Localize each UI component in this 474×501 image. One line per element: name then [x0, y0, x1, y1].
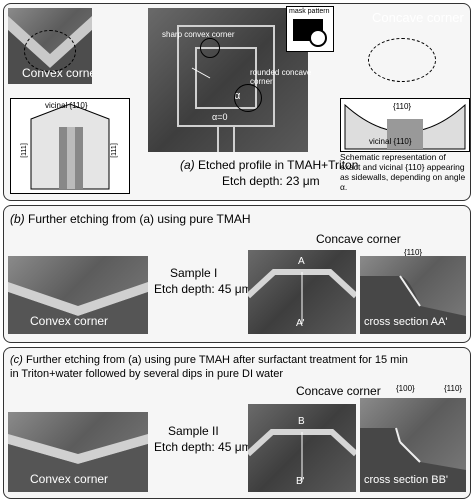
caption-a-line2: Etch depth: 23 μm [222, 174, 320, 188]
panel-b-convex-corner-label: Convex corner [30, 314, 109, 328]
mask-pattern-notch [309, 29, 327, 47]
panel-b-concave-drawing [248, 269, 356, 324]
vicinal-110-left-label: vicinal {110} [45, 101, 88, 110]
panel-b-cross-section-label: cross section AA' [364, 316, 448, 328]
panel-b-cross-section-drawing [360, 275, 466, 334]
concave-schematic-drawing [344, 103, 466, 150]
panel-b-convex-sem-image: Convex corner [8, 256, 148, 334]
panel-c-convex-drawing [8, 434, 148, 492]
panel-b-depth: Etch depth: 45 μm [154, 282, 252, 296]
convex-schematic: vicinal {110} [111] [111] [10, 98, 130, 194]
panel-b-label-a: A [298, 256, 305, 267]
mask-pattern-label: mask pattern [289, 8, 330, 15]
panel-c-letter: (c) [10, 354, 23, 366]
schematic-description: Schematic representation of exact and vi… [340, 152, 466, 192]
miller-111-right-a: [111] [110, 143, 118, 158]
exact-110-label: {110} [393, 102, 412, 111]
sharp-convex-corner-circle [200, 38, 220, 58]
panel-b-cross-section-sem-image: cross section AA' [360, 256, 466, 334]
panel-c-concave-drawing [248, 429, 356, 482]
vicinal-110-right-label: vicinal {110} [369, 137, 412, 146]
panel-b-concave-corner: Concave corner [316, 232, 401, 246]
panel-c-convex-sem-image: Convex corner [8, 412, 148, 492]
sharp-convex-corner-label: sharp convex corner [162, 30, 235, 39]
etched-profile-sem-image [148, 8, 308, 152]
panel-c-cross-section-label: cross section BB' [364, 474, 449, 486]
convex-corner-highlight-ellipse [24, 30, 76, 72]
caption-a-letter: (a) [180, 158, 195, 172]
panel-c-110-label: {110} [444, 384, 463, 393]
panel-c-cross-section-drawing [360, 427, 466, 492]
convex-schematic-drawing [30, 103, 110, 190]
panel-b-label-a-prime: A' [296, 318, 305, 329]
panel-b-110-label: {110} [404, 248, 423, 257]
panel-c-label-b: B [298, 416, 305, 427]
concave-corner-highlight-ellipse [368, 38, 436, 82]
panel-b-convex-drawing [8, 282, 148, 334]
caption-a-line1: Etched profile in TMAH+Triton [198, 158, 359, 172]
rounded-concave-corner-label: rounded concave corner [250, 68, 312, 86]
panel-c-title-line2: in Triton+water followed by several dips… [10, 368, 283, 380]
panel-c-convex-corner-label: Convex corner [30, 472, 109, 486]
panel-c-depth: Etch depth: 45 μm [154, 440, 252, 454]
miller-111-left-a: [111] [20, 143, 28, 158]
alpha-zero-label: α=0 [212, 112, 228, 122]
panel-c-concave-corner: Concave corner [296, 384, 381, 398]
panel-c-title-line1: Further etching from (a) using pure TMAH… [26, 354, 408, 366]
rounded-concave-corner-circle [234, 84, 262, 112]
concave-schematic: {110} vicinal {110} [340, 98, 470, 152]
panel-c-concave-sem-image: B B' [248, 404, 356, 492]
concave-corner-title-a: Concave corner [372, 10, 464, 25]
mask-pattern-box: mask pattern [286, 6, 334, 52]
panel-b-title: Further etching from (a) using pure TMAH [28, 212, 251, 226]
panel-c-cross-section-sem-image: cross section BB' [360, 398, 466, 492]
panel-c-100-label: {100} [396, 384, 415, 393]
panel-c-sample: Sample II [168, 424, 219, 438]
panel-b-letter: (b) [10, 212, 25, 226]
etched-profile-drawing [177, 25, 275, 152]
panel-b-concave-sem-image: A A' [248, 250, 356, 334]
panel-b-sample: Sample I [170, 266, 218, 280]
panel-c-label-b-prime: B' [296, 476, 305, 487]
